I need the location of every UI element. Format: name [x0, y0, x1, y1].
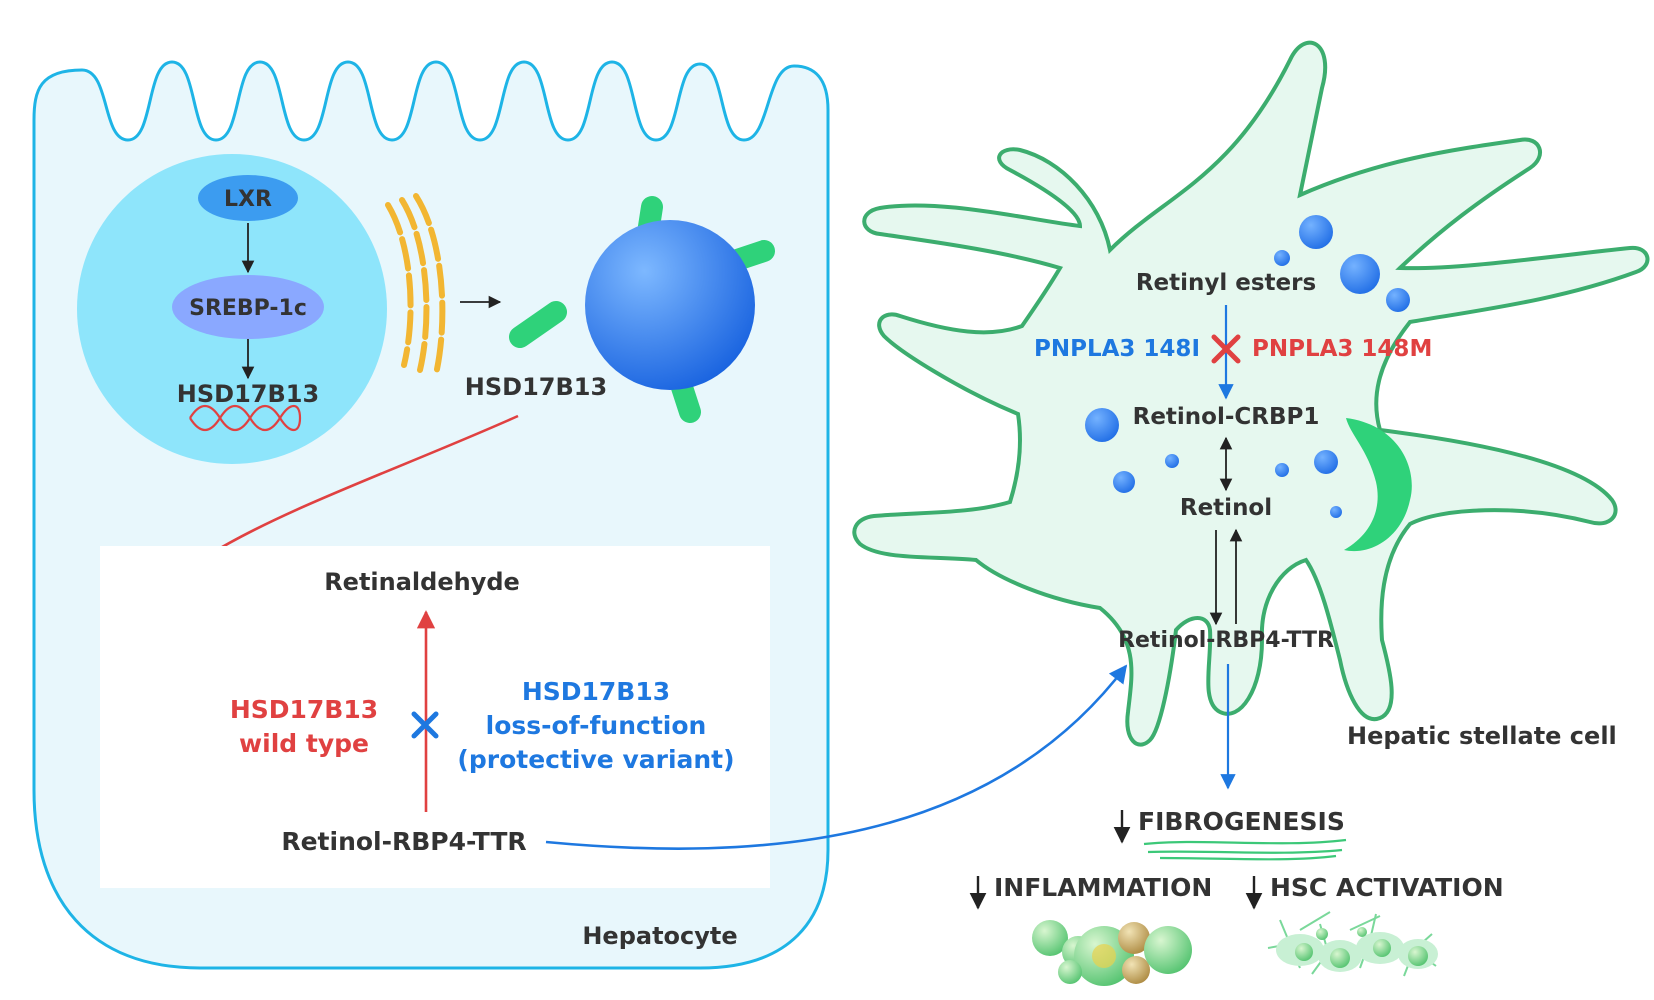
wild-type-label-line2: wild type — [239, 729, 369, 758]
hsc-activation-label: HSC ACTIVATION — [1270, 873, 1504, 902]
hsd17b13-protein-label: HSD17B13 — [465, 373, 607, 401]
hsd17b13-protein-free-icon — [509, 301, 567, 348]
pnpla3-148m-label: PNPLA3 148M — [1252, 336, 1432, 362]
lipid-vesicle-group — [1085, 215, 1410, 518]
golgi-apparatus-icon — [385, 193, 446, 377]
srebp-node — [172, 275, 324, 339]
retinol-label: Retinol — [1180, 495, 1272, 521]
blocked-cross-icon — [411, 711, 439, 739]
inflammatory-cells-icon — [1032, 920, 1192, 986]
fibrogenesis-label: FIBROGENESIS — [1138, 807, 1345, 836]
lxr-node — [198, 175, 298, 221]
gene-label: HSD17B13 — [177, 380, 319, 408]
activated-stellate-cells-icon — [1267, 911, 1438, 977]
stellate-cell-label: Hepatic stellate cell — [1347, 722, 1617, 750]
lof-label-line2: loss-of-function — [486, 711, 707, 740]
retinol-rbp4-ttr-label: Retinol-RBP4-TTR — [1118, 628, 1334, 653]
dna-icon — [189, 404, 302, 432]
retinyl-esters-label: Retinyl esters — [1136, 270, 1316, 296]
srebp-label: SREBP-1c — [189, 296, 307, 321]
lof-label-line3: (protective variant) — [457, 745, 734, 774]
lxr-label: LXR — [224, 187, 272, 212]
wild-type-label-line1: HSD17B13 — [230, 695, 378, 724]
inflammation-label: INFLAMMATION — [994, 873, 1212, 902]
lof-label-line1: HSD17B13 — [522, 677, 670, 706]
stellate-cell: Retinyl esters PNPLA3 148I PNPLA3 148M R… — [852, 40, 1650, 790]
lipid-droplet — [585, 196, 775, 423]
retinol-crbp1-label: Retinol-CRBP1 — [1133, 404, 1320, 430]
retinaldehyde-label: Retinaldehyde — [324, 568, 520, 596]
pnpla3-148i-label: PNPLA3 148I — [1034, 336, 1200, 362]
hepatocyte-cell: LXR SREBP-1c HSD17B13 HSD17B13 — [32, 60, 830, 970]
hepatocyte-label: Hepatocyte — [582, 922, 737, 950]
pnpla3-block-cross-icon — [1211, 334, 1241, 364]
outcomes: FIBROGENESIS INFLAMMATION HSC ACTIVATION — [969, 807, 1504, 986]
substrate-label: Retinol-RBP4-TTR — [281, 827, 526, 856]
fibers-icon — [1143, 838, 1347, 861]
crescent-nucleus — [1344, 418, 1412, 552]
arrow-hepatocyte-to-stellate — [545, 664, 1128, 850]
stellate-membrane — [852, 40, 1650, 747]
